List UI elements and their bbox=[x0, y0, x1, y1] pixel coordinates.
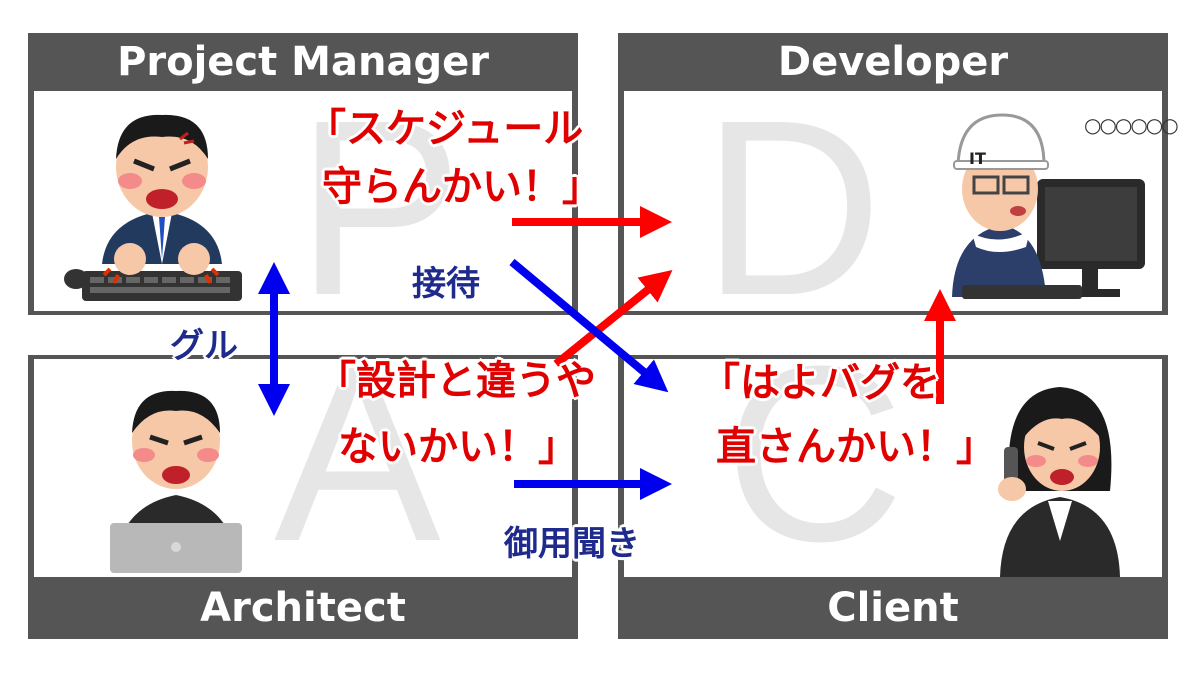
helmet-label: IT bbox=[969, 149, 986, 168]
quote-pm-line1: 「スケジュール bbox=[306, 106, 584, 152]
developer-speech-bubble: ○○○○○○ bbox=[1084, 113, 1179, 137]
panel-body-project-manager: P bbox=[34, 83, 572, 333]
tired-developer-illustration bbox=[952, 113, 1145, 299]
quote-client-line2: 直さんかい！」 bbox=[716, 424, 996, 470]
panel-body-developer: D ○○○○○○ IT bbox=[624, 83, 1179, 333]
panel-body-architect: A bbox=[34, 329, 572, 579]
quote-architect-line1: 「設計と違うや bbox=[316, 358, 596, 404]
panel-body-client: C bbox=[624, 329, 1162, 579]
panel-developer: Developer D ○○○○○○ IT bbox=[618, 33, 1179, 333]
quote-architect-line2: ないかい！」 bbox=[338, 424, 578, 470]
relation-label-architect-client: 御用聞き bbox=[504, 524, 640, 564]
panel-title-architect: Architect bbox=[200, 585, 406, 631]
panel-title-client: Client bbox=[827, 585, 959, 631]
panel-project-manager: Project Manager P bbox=[28, 33, 578, 333]
quote-client-line1: 「はよバグを bbox=[700, 360, 940, 406]
arrow-architect-to-developer bbox=[553, 269, 673, 368]
panel-client: C Client bbox=[618, 329, 1168, 639]
watermark-p: P bbox=[296, 68, 463, 347]
relation-label-pm-architect: グル bbox=[170, 326, 238, 366]
quote-pm-line2: 守らんかい！」 bbox=[322, 164, 602, 210]
angry-manager-illustration bbox=[64, 114, 242, 301]
relation-label-pm-client: 接待 bbox=[412, 264, 480, 304]
panel-architect: A Architect bbox=[28, 329, 578, 639]
watermark-d: D bbox=[702, 68, 883, 347]
panel-title-developer: Developer bbox=[777, 39, 1009, 85]
watermark-c: C bbox=[724, 314, 905, 593]
angry-architect-illustration bbox=[110, 390, 242, 573]
angry-client-illustration bbox=[998, 387, 1120, 577]
arrow-pm-to-client bbox=[509, 258, 669, 393]
panel-title-project-manager: Project Manager bbox=[117, 39, 489, 85]
watermark-a: A bbox=[274, 314, 441, 593]
